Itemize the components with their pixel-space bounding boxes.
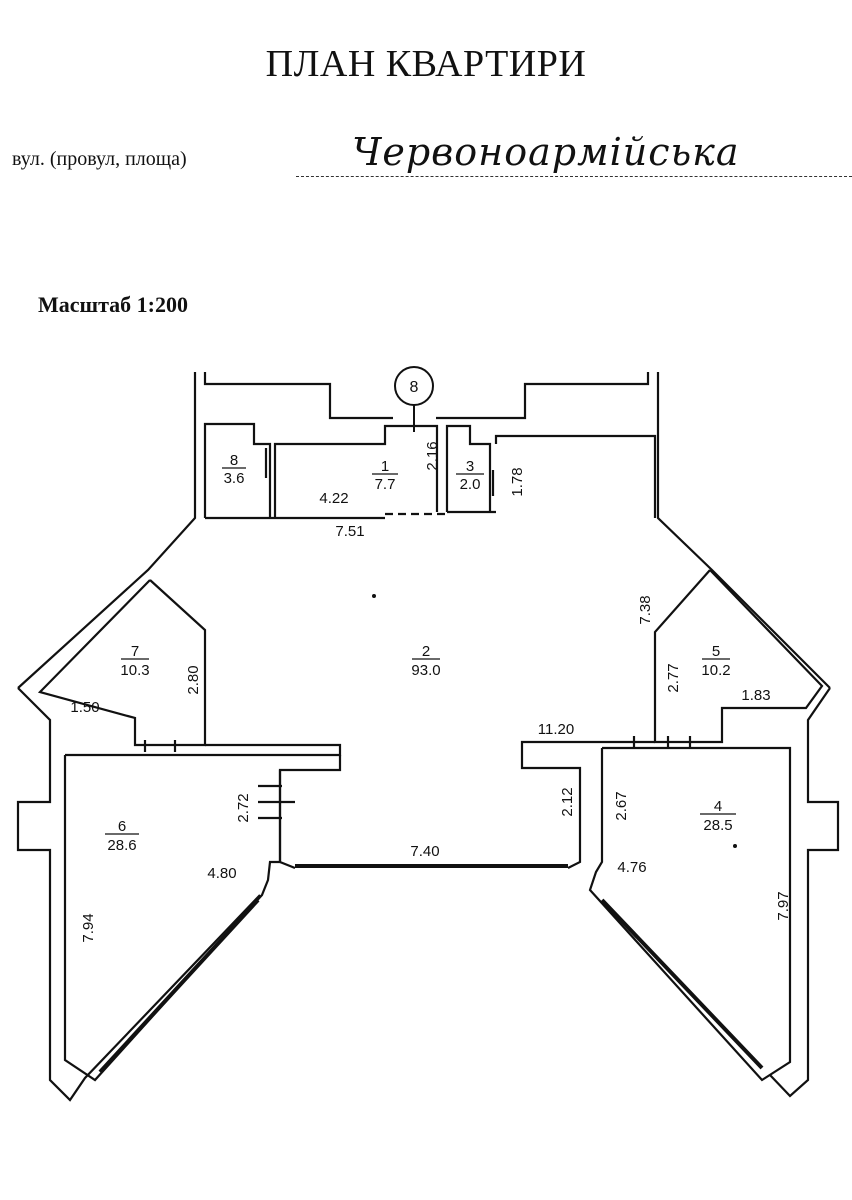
wall-room7 (37, 579, 207, 747)
wall-top-left-inner (203, 372, 393, 420)
room-4-number: 4 (714, 798, 722, 815)
wall-room6-right (63, 755, 342, 1082)
speck-1 (372, 594, 376, 598)
wall-room6 (65, 743, 342, 757)
dim-7-94: 7.94 (80, 913, 97, 942)
wall-left-wing (16, 687, 261, 1102)
wall-room1 (273, 424, 439, 518)
dim-7-40: 7.40 (410, 843, 439, 860)
room-1-area: 7.7 (375, 476, 396, 493)
dim-7-97: 7.97 (775, 891, 792, 920)
room-3-area: 2.0 (460, 476, 481, 493)
room-2-area: 93.0 (411, 662, 440, 679)
room-2-number: 2 (422, 643, 430, 660)
speck-2 (733, 844, 737, 848)
dim-2-72: 2.72 (235, 793, 252, 822)
street-field-line (296, 176, 852, 177)
dim-4-76: 4.76 (617, 859, 646, 876)
room-5-area: 10.2 (701, 662, 730, 679)
dim-4-80: 4.80 (207, 865, 236, 882)
room-5-number: 5 (712, 643, 720, 660)
street-field-label: вул. (провул, площа) (12, 148, 187, 170)
wall-room6-glazing (98, 898, 260, 1074)
room-3-number: 3 (466, 458, 474, 475)
wall-hall-bottom-right (520, 740, 655, 869)
room-8-area: 3.6 (224, 470, 245, 487)
dim-1-78: 1.78 (509, 467, 526, 496)
dim-11-20: 11.20 (538, 721, 574, 738)
wall-top-left (17, 372, 197, 689)
wall-hall-bottom-left (278, 770, 296, 870)
room-6-number: 6 (118, 818, 126, 835)
dim-1-83: 1.83 (741, 687, 770, 704)
wall-room5 (653, 569, 824, 744)
room-4-area: 28.5 (703, 817, 732, 834)
entrance-marker: 8 (394, 366, 434, 432)
room-7-number: 7 (131, 643, 139, 660)
plan-walls (16, 372, 840, 1102)
room-labels: 8 3.6 1 7.7 3 2.0 7 10.3 2 93.0 5 10.2 6… (107, 452, 732, 854)
dim-1-50: 1.50 (70, 699, 99, 716)
dim-7-38: 7.38 (637, 595, 654, 624)
dim-2-16: 2.16 (424, 441, 441, 470)
entrance-marker-label: 8 (410, 379, 419, 396)
dim-2-67: 2.67 (613, 791, 630, 820)
wall-room3 (445, 424, 492, 512)
wall-top-right-inner (436, 372, 650, 420)
street-field: вул. (провул, площа) Червоноармійська (0, 130, 852, 190)
wall-top-right (656, 372, 831, 689)
scale-label: Масштаб 1:200 (38, 292, 189, 317)
dim-2-77: 2.77 (665, 663, 682, 692)
dim-2-80: 2.80 (185, 665, 202, 694)
street-handwritten-value: Червоноармійська (352, 130, 740, 174)
dim-2-12: 2.12 (559, 787, 576, 816)
wall-corridor-top (494, 434, 657, 518)
wall-room4-glazing (600, 898, 764, 1070)
dim-4-22: 4.22 (319, 490, 348, 507)
wall-room4 (588, 746, 792, 1082)
room-8-number: 8 (230, 452, 238, 469)
room-6-area: 28.6 (107, 837, 136, 854)
wall-right-wing (769, 687, 840, 1098)
page-title: ПЛАН КВАРТИРИ (265, 43, 587, 85)
room-1-number: 1 (381, 458, 389, 475)
room-7-area: 10.3 (120, 662, 149, 679)
dimension-labels: 4.22 7.51 1.50 1.83 11.20 7.40 4.80 4.76… (70, 441, 792, 942)
wall-room8 (203, 422, 272, 518)
dim-7-51: 7.51 (335, 523, 364, 540)
